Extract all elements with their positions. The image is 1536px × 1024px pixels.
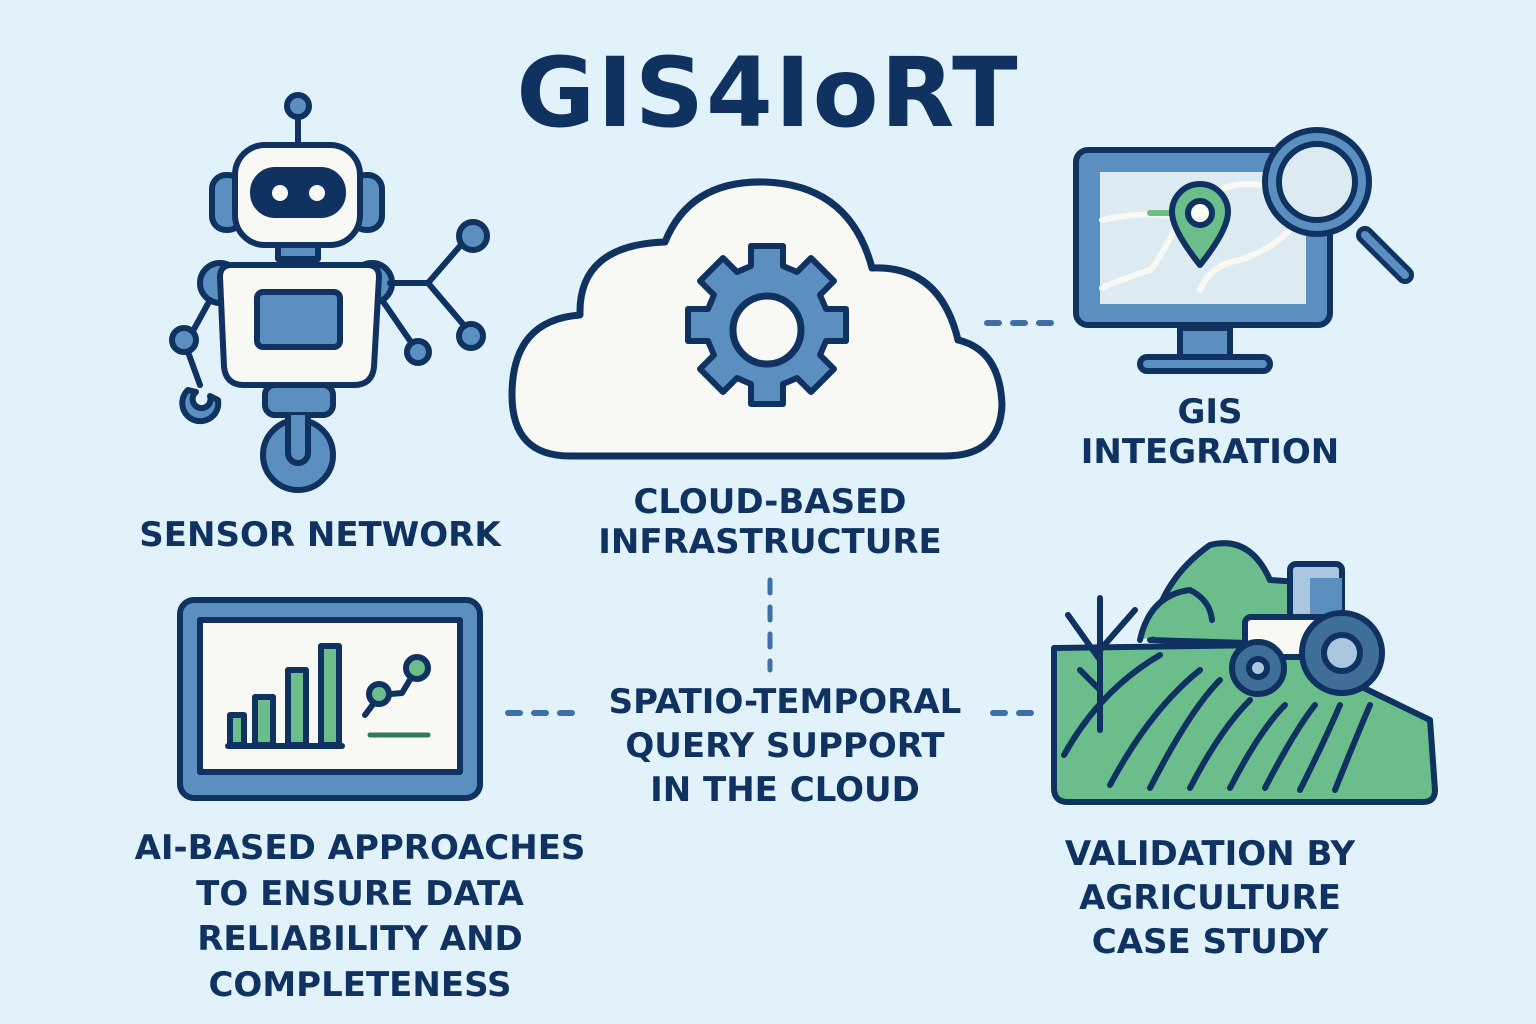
connector-query-agriculture: [990, 710, 1036, 716]
connector-ai-query: [505, 710, 575, 716]
dashboard-chart-icon: [177, 597, 483, 801]
robot-icon: [169, 92, 490, 493]
label-spatio-temporal-query: SPATIO-TEMPORAL QUERY SUPPORT IN THE CLO…: [608, 682, 962, 811]
label-cloud-infrastructure: CLOUD-BASED INFRASTRUCTURE: [598, 482, 942, 563]
connector-cloud-query: [767, 577, 773, 673]
label-ai-approaches: AI-BASED APPROACHES TO ENSURE DATA RELIA…: [134, 828, 586, 1005]
label-sensor-network: SENSOR NETWORK: [139, 515, 501, 555]
cloud-gear-icon: [508, 178, 1006, 460]
connector-cloud-gis: [984, 320, 1063, 326]
label-agriculture-validation: VALIDATION BY AGRICULTURE CASE STUDY: [1064, 834, 1356, 963]
label-gis-integration: GIS INTEGRATION: [1080, 392, 1340, 473]
diagram-title: GIS4IoRT: [516, 37, 1020, 149]
tractor-field-icon: [1051, 540, 1438, 805]
monitor-map-magnifier-icon: [1073, 127, 1414, 374]
